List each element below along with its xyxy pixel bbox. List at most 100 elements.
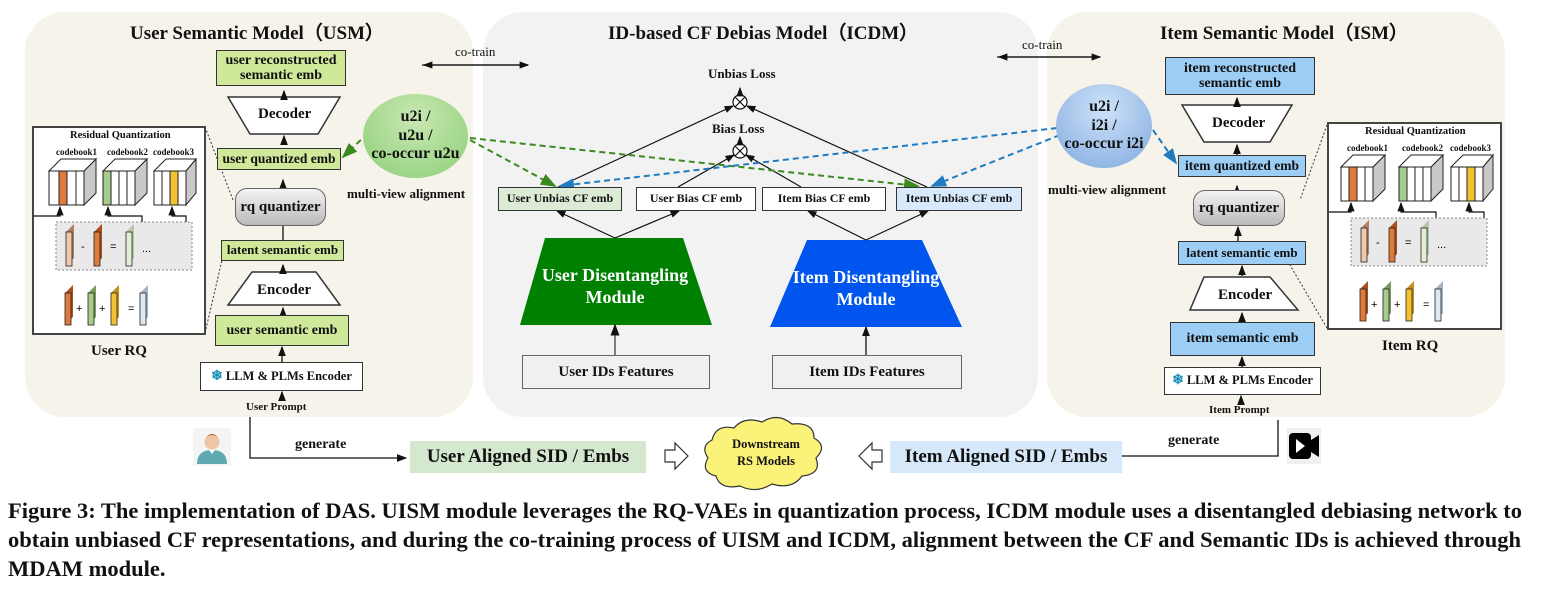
svg-text:=: = <box>1423 299 1429 311</box>
usm-codebook2-icon <box>101 157 149 207</box>
user-avatar-icon <box>193 428 231 466</box>
usm-llm-encoder-box: ❄ LLM & PLMs Encoder <box>200 362 363 391</box>
ism-codebook3-label: codebook3 <box>1450 143 1492 153</box>
usm-encoder-shape <box>226 271 342 306</box>
svg-text:=: = <box>128 303 134 315</box>
bias-otimes-icon <box>732 143 748 159</box>
ism-alignment-label: multi-view alignment <box>1048 182 1167 197</box>
usm-latent-box: latent semantic emb <box>221 240 344 261</box>
usm-view-u2u: u2u / <box>398 126 433 144</box>
ism-reconstructed-box: item reconstructed semantic emb <box>1165 57 1315 95</box>
generate-right-label: generate <box>1168 433 1220 448</box>
usm-codebook3-icon <box>152 157 198 207</box>
downstream-line1: Downstream <box>732 437 800 451</box>
generate-left-label: generate <box>295 437 347 452</box>
svg-text:+: + <box>99 303 105 315</box>
ism-codebook3-icon <box>1449 153 1495 203</box>
item-disentangling-line2: Module <box>836 288 896 309</box>
usm-rq-label: User RQ <box>91 343 147 359</box>
ism-view-u2i: u2i / <box>1089 98 1119 116</box>
svg-text:-: - <box>81 241 85 253</box>
downstream-label: Downstream RS Models <box>716 436 816 470</box>
svg-text:=: = <box>110 241 116 253</box>
ism-alignment-ellipse: u2i / i2i / co-occur i2i <box>1056 84 1152 168</box>
usm-title: User Semantic Model（USM） <box>130 23 385 44</box>
usm-view-cooccur: co-occur u2u <box>371 145 460 163</box>
usm-decoder-label: Decoder <box>258 106 312 122</box>
item-disentangling-shape <box>770 240 962 327</box>
unbias-otimes-icon <box>732 94 748 110</box>
svg-text:=: = <box>1405 237 1411 249</box>
ism-rq-label: Item RQ <box>1382 338 1439 354</box>
svg-text:+: + <box>1371 299 1377 311</box>
usm-llm-encoder-label: LLM & PLMs Encoder <box>225 368 352 383</box>
ism-quantized-box: item quantized emb <box>1178 155 1306 177</box>
video-camera-icon <box>1287 428 1321 464</box>
usm-decoder-shape <box>226 96 342 135</box>
ism-view-i2i: i2i / <box>1091 116 1117 134</box>
svg-text:-: - <box>1376 237 1380 249</box>
svg-text:...: ... <box>1437 239 1446 251</box>
snowflake-icon: ❄ <box>1172 373 1184 389</box>
svg-text:+: + <box>76 303 82 315</box>
item-disentangling-label: Item Disentangling Module <box>786 267 946 310</box>
snowflake-icon: ❄ <box>211 368 223 384</box>
usm-codebook1-label: codebook1 <box>56 147 98 157</box>
ism-prompt-label: Item Prompt <box>1209 404 1270 416</box>
ism-codebook1-label: codebook1 <box>1347 143 1389 153</box>
ism-codebook-graphics: - = ... + + = <box>1329 153 1495 322</box>
ism-view-cooccur: co-occur i2i <box>1064 135 1144 153</box>
user-disentangling-line2: Module <box>585 286 645 307</box>
ism-semantic-box: item semantic emb <box>1170 322 1315 356</box>
usm-quantized-box: user quantized emb <box>217 148 341 170</box>
usm-alignment-ellipse: u2i / u2u / co-occur u2u <box>363 94 468 178</box>
item-bias-cf-emb: Item Bias CF emb <box>762 187 886 211</box>
ism-llm-encoder-box: ❄ LLM & PLMs Encoder <box>1164 367 1321 395</box>
downstream-cloud-shape <box>704 416 823 491</box>
usm-rq-quantizer: rq quantizer <box>235 188 326 226</box>
user-aligned-sid-box: User Aligned SID / Embs <box>410 441 646 473</box>
item-ids-features: Item IDs Features <box>772 355 962 389</box>
user-unbias-cf-emb: User Unbias CF emb <box>498 187 622 211</box>
usm-semantic-box: user semantic emb <box>215 315 349 346</box>
downstream-line2: RS Models <box>737 454 795 468</box>
ism-codebook2-label: codebook2 <box>1402 143 1444 153</box>
svg-text:...: ... <box>142 243 151 255</box>
ism-codebook2-icon <box>1397 153 1445 203</box>
figure-caption: Figure 3: The implementation of DAS. UIS… <box>8 498 1523 581</box>
usm-encoder-label: Encoder <box>257 282 312 298</box>
ism-rq-title: Residual Quantization <box>1365 126 1466 137</box>
ism-decoder-shape <box>1180 104 1294 143</box>
ism-decoder-label: Decoder <box>1212 115 1266 131</box>
unbias-loss-label: Unbias Loss <box>708 66 776 81</box>
usm-reconstructed-box: user reconstructed semantic emb <box>216 50 346 86</box>
item-unbias-cf-emb: Item Unbias CF emb <box>896 187 1022 211</box>
user-disentangling-line1: User Disentangling <box>541 265 689 285</box>
hollow-arrow-left-icon <box>858 441 883 471</box>
usm-codebook3-label: codebook3 <box>153 147 195 157</box>
ism-encoder-label: Encoder <box>1218 287 1273 303</box>
bias-loss-label: Bias Loss <box>712 121 765 136</box>
usm-prompt-label: User Prompt <box>246 401 307 413</box>
ism-codebook1-icon <box>1339 153 1387 203</box>
svg-text:+: + <box>1394 299 1400 311</box>
ism-title: Item Semantic Model（ISM） <box>1160 23 1409 44</box>
user-disentangling-shape <box>520 238 712 325</box>
usm-rq-title: Residual Quantization <box>70 130 171 141</box>
usm-codebook2-label: codebook2 <box>107 147 149 157</box>
ism-rq-box: Residual Quantization codebook1 codebook… <box>1327 122 1502 330</box>
ism-latent-box: latent semantic emb <box>1178 241 1306 265</box>
ism-rq-quantizer: rq quantizer <box>1193 190 1285 226</box>
usm-codebook1-icon <box>47 157 98 207</box>
usm-alignment-label: multi-view alignment <box>347 186 466 201</box>
usm-rq-box: Residual Quantization codebook1 codebook… <box>32 126 206 335</box>
cotrain-right-label: co-train <box>1022 37 1063 52</box>
usm-codebook-graphics: - = ... + + = <box>34 157 198 326</box>
ism-encoder-shape <box>1188 276 1300 311</box>
icdm-title: ID-based CF Debias Model（ICDM） <box>608 23 919 44</box>
usm-view-u2i: u2i / <box>400 108 431 126</box>
icdm-panel <box>483 12 1038 417</box>
user-ids-features: User IDs Features <box>522 355 710 389</box>
item-aligned-sid-box: Item Aligned SID / Embs <box>890 441 1122 473</box>
